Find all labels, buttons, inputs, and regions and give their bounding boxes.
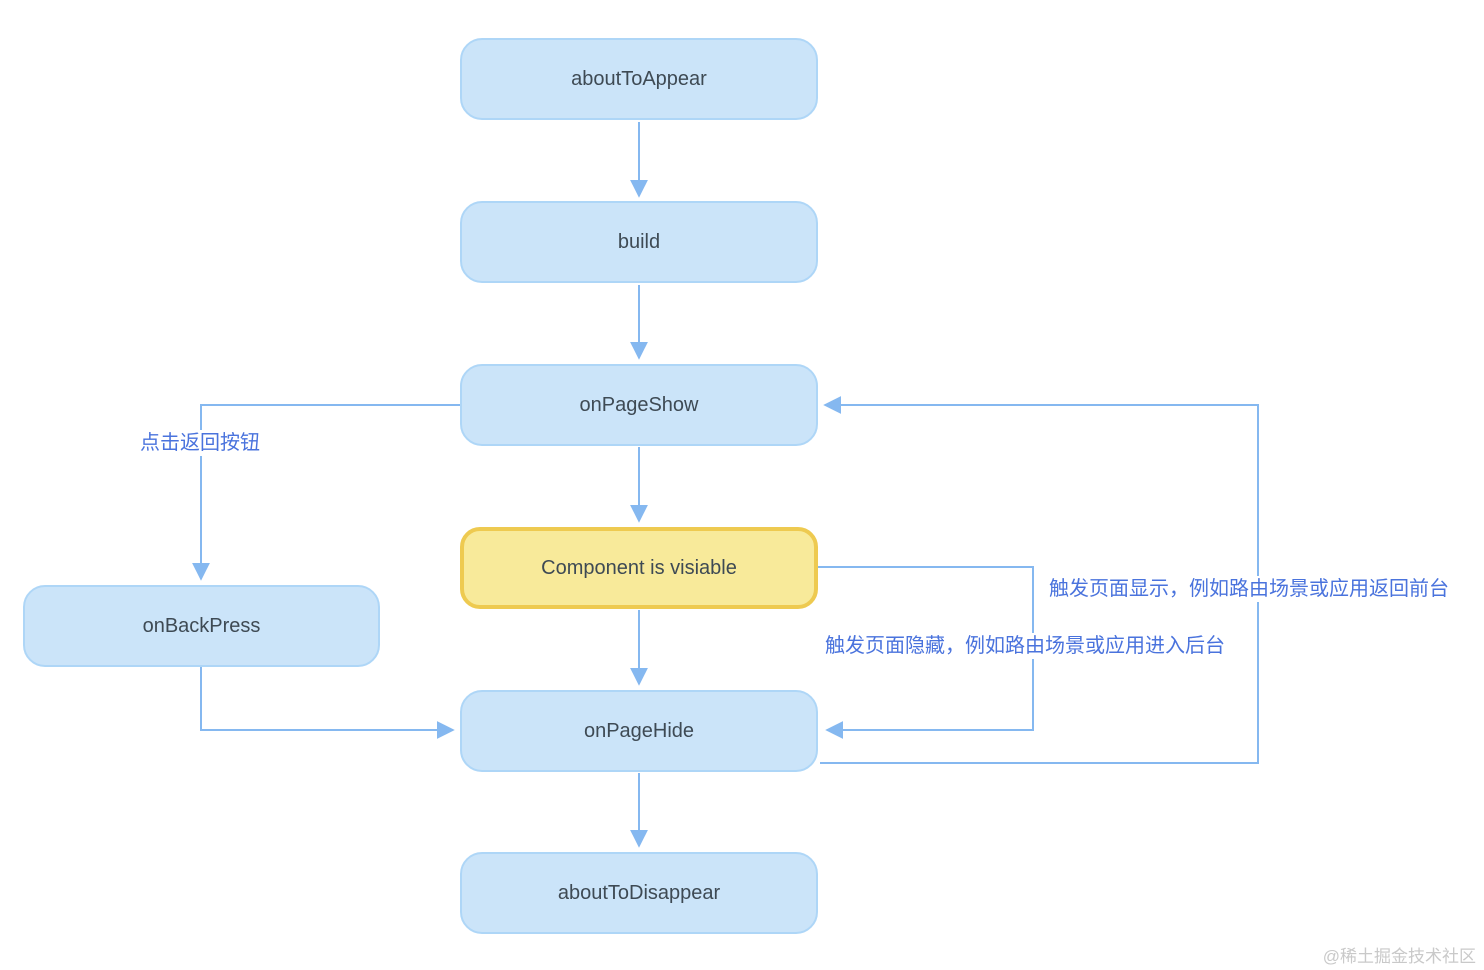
node-about-to-appear-label: aboutToAppear [571, 67, 707, 90]
annotation-trigger-page-show: 触发页面显示，例如路由场景或应用返回前台 [1046, 576, 1452, 602]
node-on-page-hide-label: onPageHide [583, 719, 695, 742]
edge-onBackPress-onPageHide [200, 667, 455, 739]
annotation-click-back: 点击返回按钮 [137, 430, 263, 456]
node-build: build [460, 201, 818, 283]
edge-onPageShow-onBackPress [192, 404, 460, 581]
node-on-page-show-label: onPageShow [579, 393, 699, 416]
node-about-to-disappear-label: aboutToDisappear [557, 881, 721, 904]
node-about-to-appear: aboutToAppear [460, 38, 818, 120]
annotation-trigger-page-hide: 触发页面隐藏，例如路由场景或应用进入后台 [822, 633, 1228, 659]
node-on-back-press-label: onBackPress [142, 614, 261, 637]
node-on-page-show: onPageShow [460, 364, 818, 446]
node-component-visible-label: Component is visiable [541, 556, 737, 579]
node-about-to-disappear: aboutToDisappear [460, 852, 818, 934]
node-build-label: build [617, 230, 661, 253]
node-on-page-hide: onPageHide [460, 690, 818, 772]
node-component-visible: Component is visiable [460, 527, 818, 609]
watermark: @稀土掘金技术社区 [1322, 947, 1476, 966]
node-on-back-press: onBackPress [23, 585, 380, 667]
